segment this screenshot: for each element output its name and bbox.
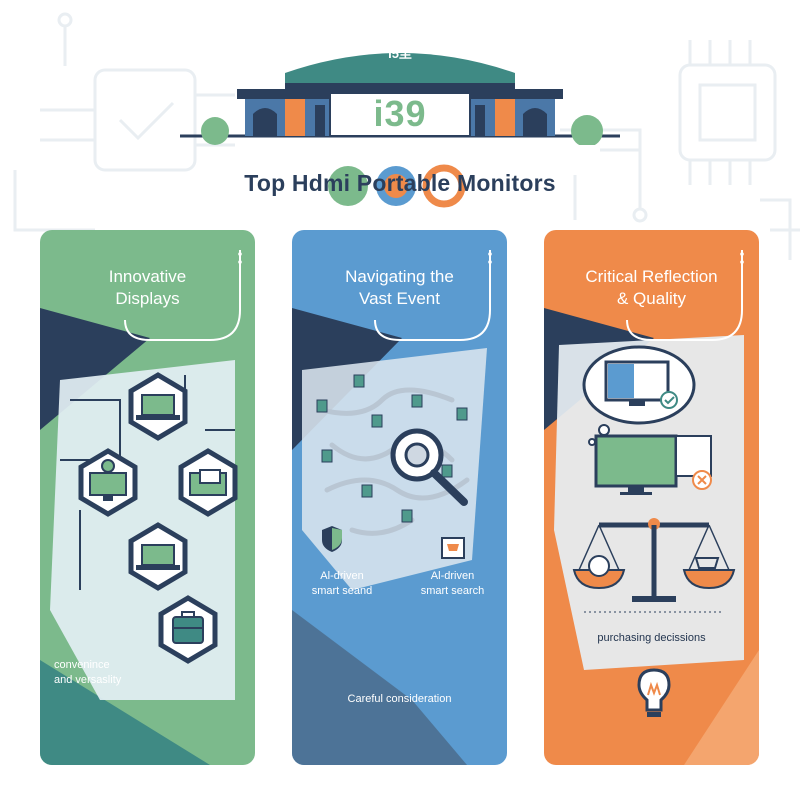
panel-title-line: Critical Reflection — [585, 267, 718, 286]
panel-navigating-event: Navigating the Vast Event Al-driven smar… — [292, 230, 507, 765]
panel-title-line: Displays — [115, 289, 180, 308]
panel-navigating-event-art — [292, 230, 507, 765]
panel-title-line: & Quality — [617, 289, 686, 308]
panel-innovative-displays-art — [40, 230, 255, 765]
venue-badge: i39 — [373, 93, 427, 134]
roof-sign: i5至 — [388, 46, 412, 61]
caption-line: and versaslity — [54, 674, 122, 686]
panel-innovative-displays: Innovative Displays convenince and versa… — [40, 230, 255, 765]
page-title: Top Hdmi Portable Monitors — [244, 170, 556, 196]
caption-line: convenince — [54, 659, 110, 671]
caption-purchasing-decisions: purchasing decissions — [597, 632, 706, 644]
venue-building-illustration — [180, 53, 620, 145]
panel-navigating-event-title: Navigating the Vast Event — [292, 266, 507, 310]
panel-title-line: Innovative — [108, 267, 187, 286]
panel-critical-reflection: Critical Reflection & Quality purchasing… — [544, 230, 759, 765]
label-line: smart search — [420, 585, 485, 597]
caption-convenience: convenince and versaslity — [54, 658, 121, 688]
label-ai-smart-search: Al-driven smart search — [410, 569, 495, 599]
panel-title-line: Vast Event — [359, 289, 440, 308]
panel-critical-reflection-title: Critical Reflection & Quality — [544, 266, 759, 310]
panel-innovative-displays-title: Innovative Displays — [40, 266, 255, 310]
label-line: Al-driven — [320, 570, 364, 582]
label-line: smart seand — [311, 585, 373, 597]
panel-title-line: Navigating the — [345, 267, 454, 286]
panel-critical-reflection-art — [544, 230, 759, 765]
label-line: Al-driven — [430, 570, 475, 582]
caption-careful-consideration: Careful consideration — [347, 693, 452, 705]
title-rings-decoration — [328, 164, 466, 208]
label-ai-smart-seand: Al-driven smart seand — [302, 569, 382, 599]
